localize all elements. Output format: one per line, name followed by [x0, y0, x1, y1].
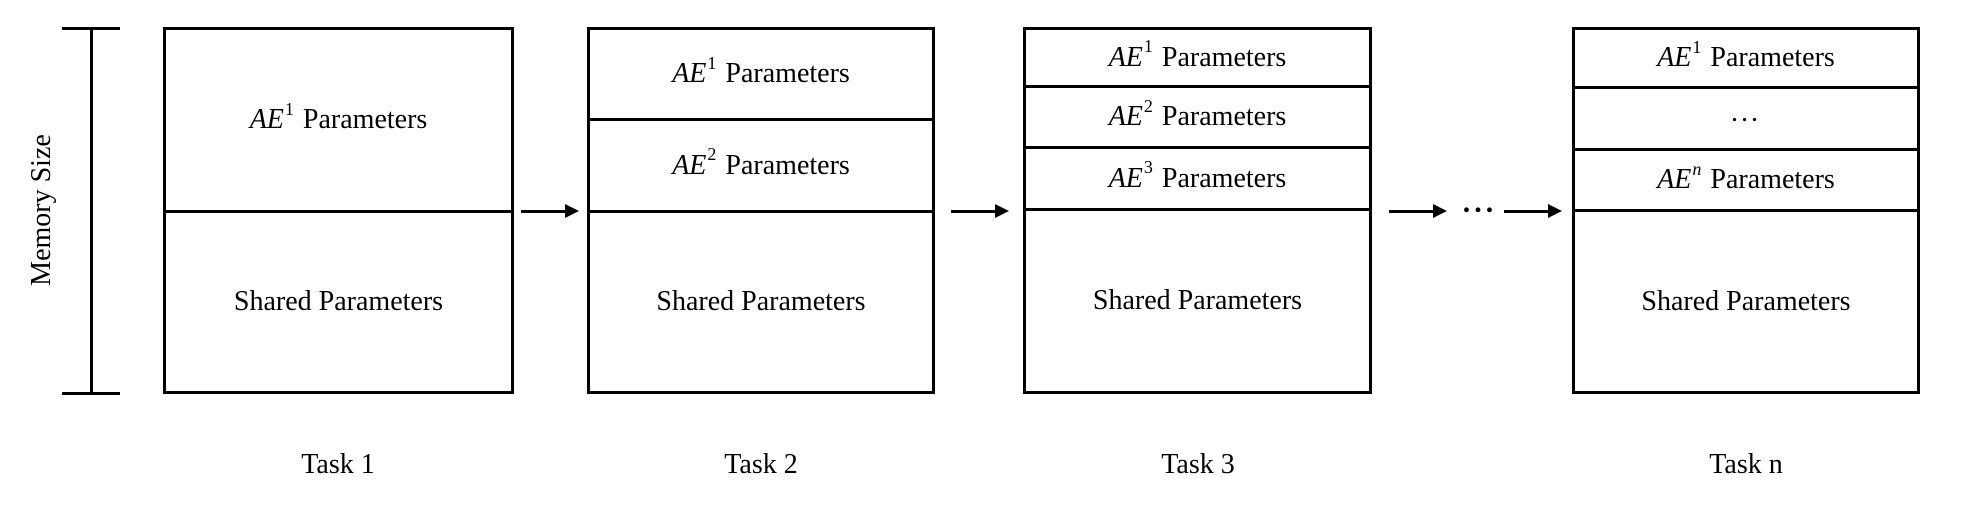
- task-2-shared-row: Shared Parameters: [590, 213, 932, 391]
- ae-superscript: 2: [707, 144, 717, 164]
- ae-symbol: AE: [672, 58, 707, 89]
- ae-superscript: n: [1692, 158, 1702, 179]
- ae-symbol: AE: [1108, 41, 1143, 73]
- shared-parameters-text: Shared Parameters: [233, 286, 444, 317]
- ae-symbol: AE: [1657, 42, 1692, 73]
- parameters-text: Parameters: [1161, 162, 1287, 194]
- memory-size-label: Memory Size: [26, 134, 57, 286]
- task-n-label: Task n: [1709, 449, 1783, 480]
- parameters-text: Parameters: [1710, 164, 1835, 195]
- ae-superscript: 1: [1143, 36, 1153, 56]
- parameters-text: Parameters: [1161, 101, 1287, 132]
- task-3-shared-row: Shared Parameters: [1026, 211, 1369, 391]
- memory-bracket-bottom-tick: [62, 392, 120, 395]
- arrow-task3-to-ellipsis: [1389, 204, 1447, 218]
- ae-symbol: AE: [1657, 164, 1692, 195]
- ae-superscript: 1: [284, 98, 294, 119]
- parameters-text: Parameters: [302, 104, 428, 135]
- ae-symbol: AE: [672, 149, 707, 181]
- arrow-ellipsis-to-taskn: [1504, 204, 1562, 218]
- task-3-label: Task 3: [1161, 449, 1235, 480]
- ae-superscript: 1: [707, 52, 717, 73]
- parameters-text: Parameters: [725, 149, 850, 181]
- ae-symbol: AE: [249, 104, 284, 135]
- task-2-label: Task 2: [724, 449, 798, 480]
- ae-superscript: 2: [1143, 95, 1153, 116]
- flow-ellipsis: ...: [1462, 186, 1498, 219]
- parameters-text: Parameters: [725, 58, 850, 89]
- ae-superscript: 1: [1692, 36, 1702, 57]
- ae-superscript: 3: [1143, 157, 1153, 177]
- shared-parameters-text: Shared Parameters: [1092, 285, 1303, 316]
- parameters-text: Parameters: [1710, 42, 1835, 73]
- arrow-task1-to-task2: [521, 204, 579, 218]
- parameters-text: Parameters: [1161, 41, 1287, 73]
- ae-symbol: AE: [1108, 162, 1143, 194]
- arrow-task2-to-task3: [951, 204, 1009, 218]
- task-1-label: Task 1: [301, 449, 375, 480]
- task-n-ellipsis-row: ...: [1575, 89, 1917, 151]
- ae-symbol: AE: [1108, 101, 1143, 132]
- task-1-shared-row: Shared Parameters: [166, 213, 511, 391]
- shared-parameters-text: Shared Parameters: [1641, 285, 1851, 317]
- memory-bracket-line: [90, 27, 93, 395]
- ellipsis-text: ...: [1731, 96, 1761, 128]
- task-n-shared-row: Shared Parameters: [1575, 212, 1917, 391]
- shared-parameters-text: Shared Parameters: [656, 286, 866, 317]
